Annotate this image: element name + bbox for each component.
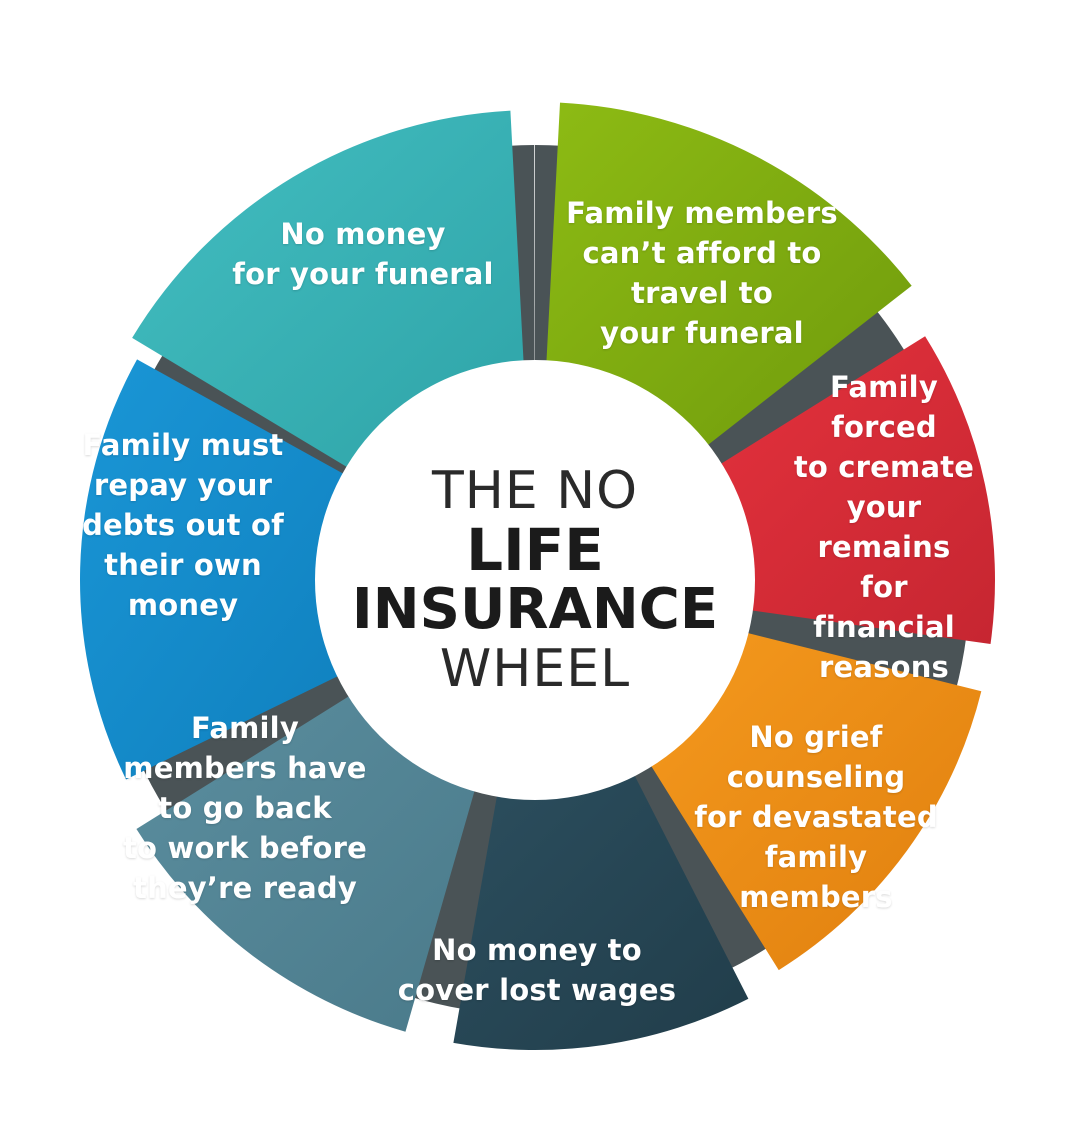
segment-label-lost-wages: No money to cover lost wages xyxy=(397,933,677,1007)
segment-label-no-money-funeral: No money for your funeral xyxy=(232,217,494,291)
segment-back-to-work xyxy=(136,678,485,1032)
title-line-insurance: INSURANCE xyxy=(351,577,719,642)
segment-label-family-cremate: Family forced to cremate your remains fo… xyxy=(793,370,975,684)
segment-lost-wages xyxy=(453,744,749,1050)
title-line-the-no: THE NO xyxy=(431,461,639,521)
segment-grief-counseling xyxy=(633,624,982,971)
segment-label-back-to-work: Family members have to go back to work b… xyxy=(122,711,368,905)
segment-family-travel xyxy=(544,102,912,467)
segment-family-cremate xyxy=(691,336,995,645)
title-line-life: LIFE xyxy=(466,516,604,584)
segment-repay-debts xyxy=(80,359,374,780)
segment-label-family-travel: Family members can’t afford to travel to… xyxy=(566,196,838,350)
segment-label-grief-counseling: No grief counseling for devastated famil… xyxy=(694,720,938,914)
center-circle xyxy=(315,360,755,800)
segment-label-repay-debts: Family must repay your debts out of thei… xyxy=(82,428,284,622)
title-line-wheel: WHEEL xyxy=(439,639,631,699)
wheel-title: THE NO LIFE INSURANCE WHEEL xyxy=(352,462,718,698)
